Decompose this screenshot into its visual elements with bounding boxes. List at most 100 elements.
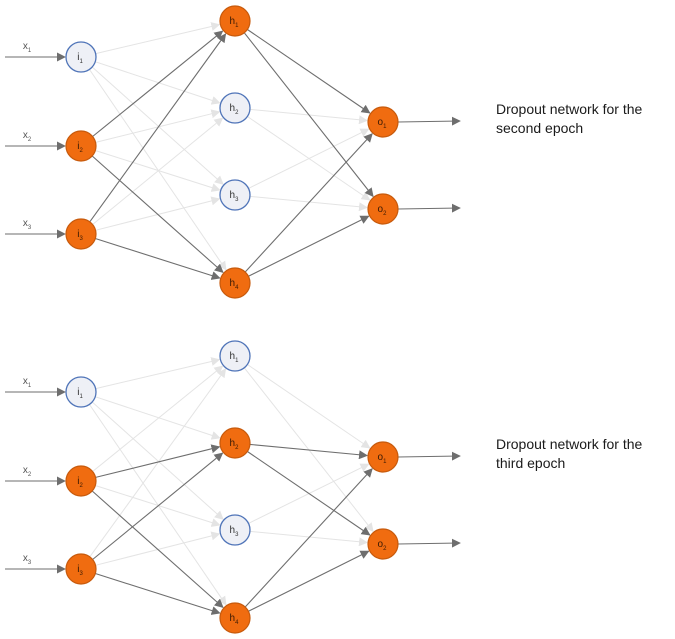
- edges-layer: [5, 22, 461, 615]
- label-subscript: 1: [79, 59, 83, 65]
- caption-line-1: Dropout network for the: [496, 101, 643, 117]
- neuron-label: h1: [230, 16, 240, 29]
- edge-h1-o1: [247, 29, 371, 114]
- dropped-neuron-circle: [219, 92, 251, 124]
- label-letter: x: [23, 218, 28, 229]
- label-letter: x: [23, 376, 28, 387]
- label-letter: x: [23, 465, 28, 476]
- input-node-i2: i2: [65, 465, 97, 497]
- edge-i2-h1: [92, 365, 224, 472]
- output-node-o2: o2: [367, 528, 399, 560]
- active-neuron-circle: [219, 427, 251, 459]
- edge-i3-h4: [95, 572, 221, 615]
- hidden-node-h4: h4: [219, 602, 251, 634]
- hidden-node-h1: h1: [219, 340, 251, 372]
- output-arrow-o2: [397, 203, 461, 213]
- active-neuron-circle: [219, 5, 251, 37]
- edge-i1-h3: [91, 66, 224, 185]
- active-neuron-circle: [367, 106, 399, 138]
- edge-i2-h4: [91, 155, 224, 273]
- nodes-layer: x1x2x3i1i2i3h1h2h3h4o1o2x1x2x3i1i2i3h1h2…: [23, 5, 399, 634]
- label-letter: o: [378, 452, 384, 463]
- label-letter: i: [77, 229, 79, 240]
- label-subscript: 2: [235, 110, 239, 116]
- label-subscript: 3: [79, 571, 83, 577]
- edge-i2-h2: [95, 444, 221, 478]
- label-letter: o: [378, 204, 384, 215]
- label-letter: x: [23, 41, 28, 52]
- label-subscript: 2: [79, 483, 83, 489]
- neuron-label: i3: [77, 564, 83, 577]
- label-subscript: 1: [383, 459, 387, 465]
- edge-i3-h1: [89, 368, 227, 558]
- dropped-neuron-circle: [65, 41, 97, 73]
- label-subscript: 1: [28, 48, 32, 54]
- active-neuron-circle: [367, 528, 399, 560]
- label-letter: h: [230, 278, 236, 289]
- caption-second-epoch: Dropout network for the second epoch: [496, 100, 674, 138]
- label-subscript: 1: [28, 383, 32, 389]
- label-subscript: 2: [235, 445, 239, 451]
- neuron-label: i2: [77, 476, 83, 489]
- label-subscript: 2: [28, 137, 32, 143]
- neuron-label: h4: [230, 278, 240, 291]
- dropped-neuron-circle: [219, 179, 251, 211]
- edge-i1-h4: [88, 69, 227, 271]
- edge-i3-h2: [92, 117, 224, 225]
- caption-line-2: second epoch: [496, 120, 584, 136]
- edge-h3-o1: [248, 128, 370, 189]
- neuron-label: h2: [230, 438, 240, 451]
- label-letter: i: [77, 52, 79, 63]
- label-letter: h: [230, 190, 236, 201]
- active-neuron-circle: [367, 193, 399, 225]
- edge-i1-h2: [95, 396, 221, 440]
- active-neuron-circle: [219, 602, 251, 634]
- input-label-x3: x3: [23, 218, 32, 231]
- neuron-label: i1: [77, 52, 83, 65]
- edge-i2-h2: [95, 109, 221, 143]
- neuron-label: h3: [230, 525, 240, 538]
- edge-i1-h1: [95, 22, 221, 55]
- input-label-x1: x1: [23, 41, 32, 54]
- edge-h3-o2: [249, 530, 368, 547]
- active-neuron-circle: [367, 441, 399, 473]
- input-node-i2: i2: [65, 130, 97, 162]
- active-neuron-circle: [65, 218, 97, 250]
- dropped-neuron-circle: [65, 376, 97, 408]
- label-letter: h: [230, 525, 236, 536]
- edge-i2-h3: [95, 150, 221, 192]
- caption-line-2: third epoch: [496, 455, 566, 471]
- neuron-label: o1: [378, 117, 388, 130]
- input-label-x2: x2: [23, 130, 32, 143]
- edge-h4-o1: [244, 133, 373, 273]
- edge-h4-o2: [248, 550, 370, 612]
- caption-third-epoch: Dropout network for the third epoch: [496, 435, 674, 473]
- neuron-label: i2: [77, 141, 83, 154]
- label-subscript: 3: [28, 560, 32, 566]
- output-arrow-o2: [397, 538, 461, 548]
- input-node-i1: i1: [65, 41, 97, 73]
- neuron-label: o2: [378, 539, 388, 552]
- label-subscript: 4: [235, 285, 239, 291]
- input-node-i3: i3: [65, 553, 97, 585]
- output-node-o2: o2: [367, 193, 399, 225]
- input-node-i3: i3: [65, 218, 97, 250]
- edge-h4-o1: [244, 468, 373, 608]
- label-subscript: 1: [383, 124, 387, 130]
- edge-i1-h3: [91, 401, 224, 520]
- edge-i2-h4: [91, 490, 224, 608]
- hidden-node-h4: h4: [219, 267, 251, 299]
- neuron-label: o2: [378, 204, 388, 217]
- active-neuron-circle: [219, 267, 251, 299]
- dropped-neuron-circle: [219, 340, 251, 372]
- label-subscript: 3: [235, 197, 239, 203]
- label-letter: o: [378, 117, 384, 128]
- label-letter: i: [77, 564, 79, 575]
- label-subscript: 3: [28, 225, 32, 231]
- label-subscript: 1: [235, 23, 239, 29]
- hidden-node-h2: h2: [219, 427, 251, 459]
- edge-h3-o2: [249, 195, 368, 212]
- edge-i3-h4: [95, 237, 221, 280]
- edge-h4-o2: [248, 215, 370, 277]
- edge-i3-h2: [92, 452, 224, 560]
